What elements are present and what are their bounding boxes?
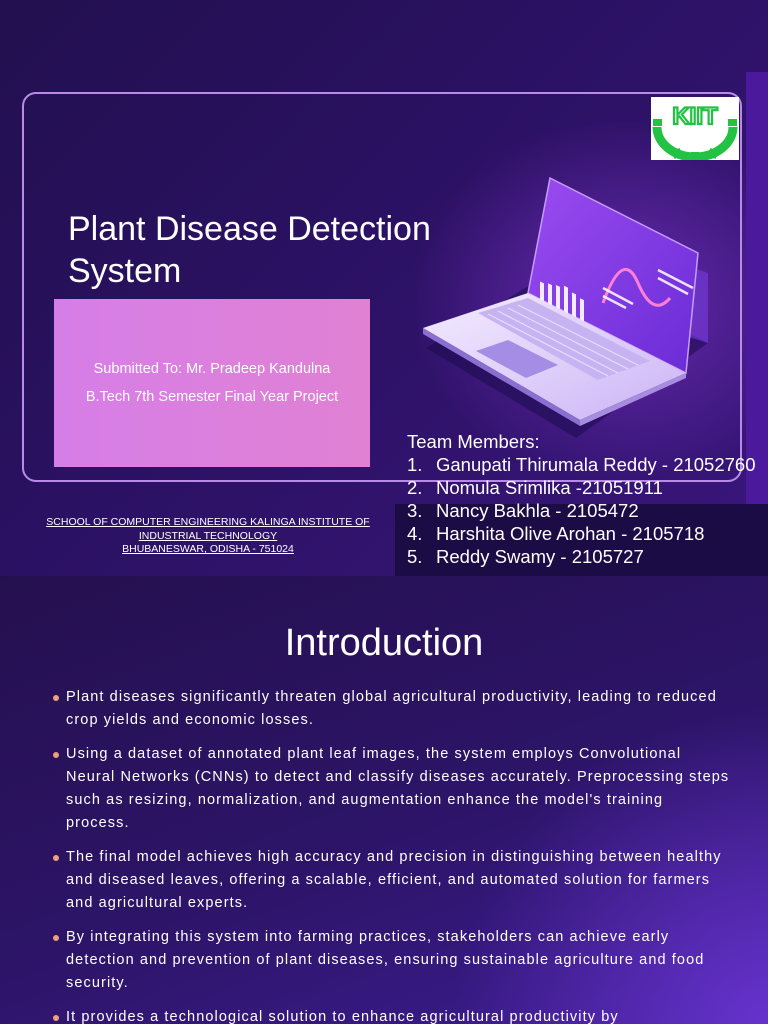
school-address: SCHOOL OF COMPUTER ENGINEERING KALINGA I… (38, 516, 378, 557)
introduction-slide: Introduction Plant diseases significantl… (0, 576, 768, 1024)
laptop-illustration (423, 176, 708, 438)
bullet-text: Plant diseases significantly threaten gl… (66, 689, 717, 729)
slide-frame (22, 92, 742, 482)
bullet-item: By integrating this system into farming … (50, 926, 730, 996)
bullet-dot-icon (53, 695, 59, 701)
school-line-2: INDUSTRIAL TECHNOLOGY (138, 529, 278, 542)
bullet-item: The final model achieves high accuracy a… (50, 846, 730, 916)
member-name: Ganupati Thirumala Reddy - 21052760 (436, 454, 756, 475)
bullet-dot-icon (53, 854, 59, 861)
introduction-heading: Introduction (284, 622, 484, 664)
team-member: 4. Harshita Olive Arohan - 2105718 (407, 522, 756, 545)
title-slide: KIIT Plant Disease Detection System Subm… (0, 0, 768, 576)
team-member: 5. Reddy Swamy - 2105727 (407, 545, 756, 568)
team-member: 2. Nomula Srimlika -21051911 (407, 476, 756, 499)
bullet-text: It provides a technological solution to … (66, 1008, 619, 1024)
team-background (395, 504, 768, 576)
bullet-dot-icon (53, 751, 59, 758)
member-number: 5. (407, 546, 423, 567)
member-number: 2. (407, 477, 423, 498)
school-line-1: SCHOOL OF COMPUTER ENGINEERING KALINGA I… (46, 516, 370, 528)
member-name: Nomula Srimlika -21051911 (436, 477, 663, 498)
bullet-text: The final model achieves high accuracy a… (66, 848, 722, 912)
team-members: Team Members: 1. Ganupati Thirumala Reddy… (407, 430, 756, 568)
team-member: 3. Nancy Bakhla - 2105472 (407, 499, 756, 522)
member-number: 3. (407, 500, 423, 521)
title-line-1: Plant Disease Detection (68, 210, 431, 248)
introduction-bullets: Plant diseases significantly threaten gl… (50, 686, 730, 1024)
bullet-dot-icon (53, 934, 59, 941)
logo-text: KIIT (672, 103, 718, 130)
presentation-title: Plant Disease Detection System (68, 208, 468, 292)
team-heading: Team Members: (407, 431, 540, 452)
member-number: 1. (407, 454, 423, 475)
bullet-dot-icon (53, 1014, 59, 1021)
bullet-item: It provides a technological solution to … (50, 1006, 730, 1024)
bullet-text: By integrating this system into farming … (66, 928, 705, 992)
member-name: Reddy Swamy - 2105727 (436, 546, 644, 567)
member-name: Harshita Olive Arohan - 2105718 (436, 523, 705, 544)
bullet-item: Plant diseases significantly threaten gl… (50, 686, 730, 733)
bullet-text: Using a dataset of annotated plant leaf … (66, 745, 730, 832)
title-line-2: System (68, 252, 182, 290)
submission-box: Submitted To: Mr. Pradeep Kandulna B.Tec… (54, 299, 370, 467)
team-list: 1. Ganupati Thirumala Reddy - 21052760 2.… (407, 453, 756, 568)
decorative-band (746, 72, 768, 504)
project-text: B.Tech 7th Semester Final Year Project (85, 389, 339, 405)
submitted-to-text: Submitted To: Mr. Pradeep Kandulna (93, 361, 331, 377)
kiit-logo: KIIT (651, 97, 739, 160)
team-member: 1. Ganupati Thirumala Reddy - 21052760 (407, 453, 756, 476)
bullet-item: Using a dataset of annotated plant leaf … (50, 743, 730, 836)
member-name: Nancy Bakhla - 2105472 (436, 500, 639, 521)
member-number: 4. (407, 523, 423, 544)
school-line-3: BHUBANESWAR, ODISHA - 751024 (122, 543, 294, 555)
